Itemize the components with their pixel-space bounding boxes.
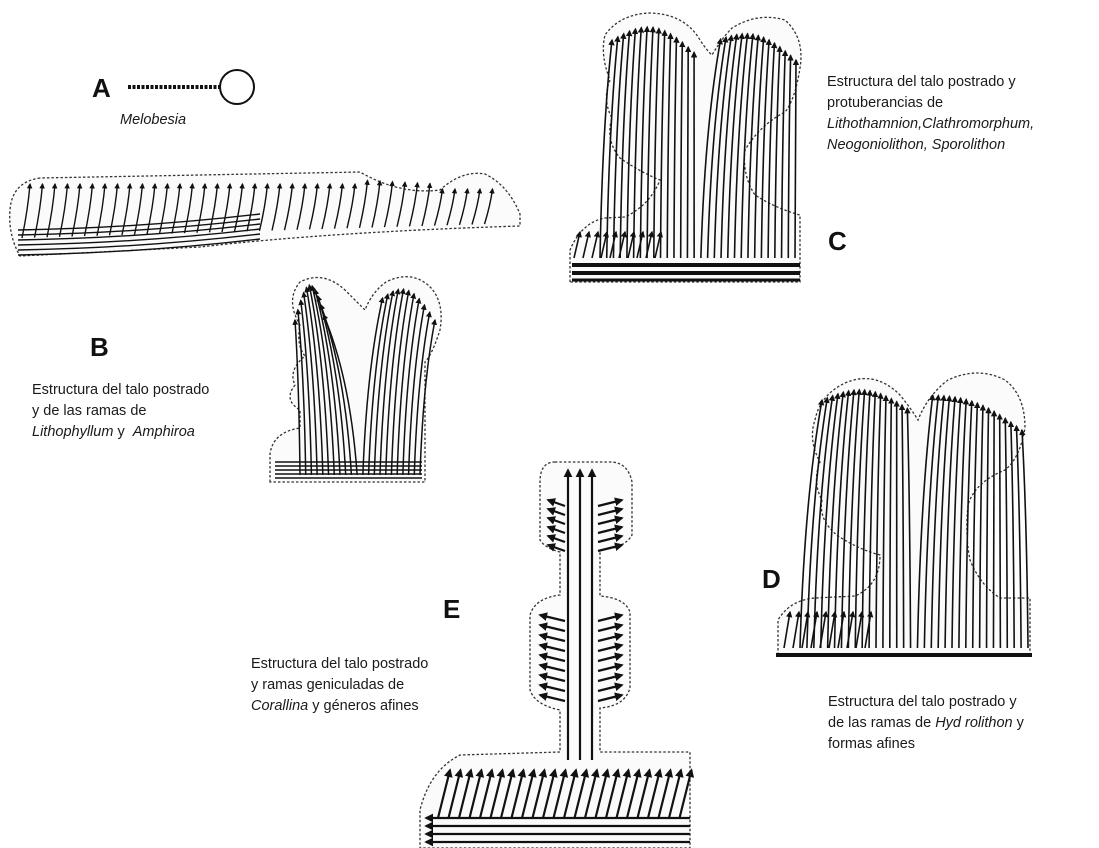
caption-d-line1: Estructura del talo postrado y	[828, 692, 1024, 713]
caption-e-post: y géneros afines	[312, 698, 418, 714]
caption-a: Melobesia	[120, 110, 186, 131]
genus-hydrolithon: Hyd rolithon	[935, 715, 1012, 731]
genus-amphiroa: Amphiroa	[133, 424, 195, 440]
corallina-geniculate-diagram	[420, 462, 692, 848]
caption-d-post: y	[1017, 715, 1024, 731]
caption-b-line3: Lithophyllum y Amphiroa	[32, 422, 209, 443]
protuberance-filament	[687, 47, 688, 258]
protuberance-filament	[795, 60, 796, 258]
hydrolithon-branch-diagram	[776, 373, 1032, 655]
panel-letter-c: C	[828, 228, 847, 254]
caption-c-line1: Estructura del talo postrado y	[827, 72, 1034, 93]
caption-c: Estructura del talo postrado y protubera…	[827, 72, 1034, 156]
panel-letter-b: B	[90, 334, 109, 360]
lithophyllum-branch-diagram	[270, 277, 441, 482]
branch-filament	[993, 411, 994, 648]
caption-e-line3: Corallina y géneros afines	[251, 696, 428, 717]
panel-letter-a: A	[92, 75, 111, 101]
lithothamnion-protuberance-diagram	[570, 13, 801, 282]
caption-e-line1: Estructura del talo postrado	[251, 654, 428, 675]
caption-d-line3: formas afines	[828, 734, 1024, 755]
caption-c-line3: Lithothamnion,Clathromorphum,	[827, 114, 1034, 135]
caption-e-line2: y ramas geniculadas de	[251, 675, 428, 696]
caption-b-line2: y de las ramas de	[32, 401, 209, 422]
caption-e: Estructura del talo postrado y ramas gen…	[251, 654, 428, 717]
caption-c-line2: protuberancias de	[827, 93, 1034, 114]
panel-letter-d: D	[762, 566, 781, 592]
genera-c-line4: Neogoniolithon, Sporolithon	[827, 137, 1005, 153]
caption-b-conj: y	[117, 424, 124, 440]
caption-b: Estructura del talo postrado y de las ra…	[32, 380, 209, 443]
genus-melobesia: Melobesia	[120, 112, 186, 128]
branch-filament	[1000, 415, 1001, 648]
caption-d: Estructura del talo postrado y de las ra…	[828, 692, 1024, 755]
genera-c-line3: Lithothamnion,Clathromorphum,	[827, 116, 1034, 132]
caption-b-line1: Estructura del talo postrado	[32, 380, 209, 401]
prostrate-thallus-diagram	[10, 172, 520, 256]
melobesia-diagram	[128, 70, 254, 104]
genus-corallina: Corallina	[251, 698, 308, 714]
caption-d-line2: de las ramas de Hyd rolithon y	[828, 713, 1024, 734]
panel-letter-e: E	[443, 596, 460, 622]
genus-lithophyllum: Lithophyllum	[32, 424, 113, 440]
caption-d-pre: de las ramas de	[828, 715, 931, 731]
caption-c-line4: Neogoniolithon, Sporolithon	[827, 135, 1034, 156]
